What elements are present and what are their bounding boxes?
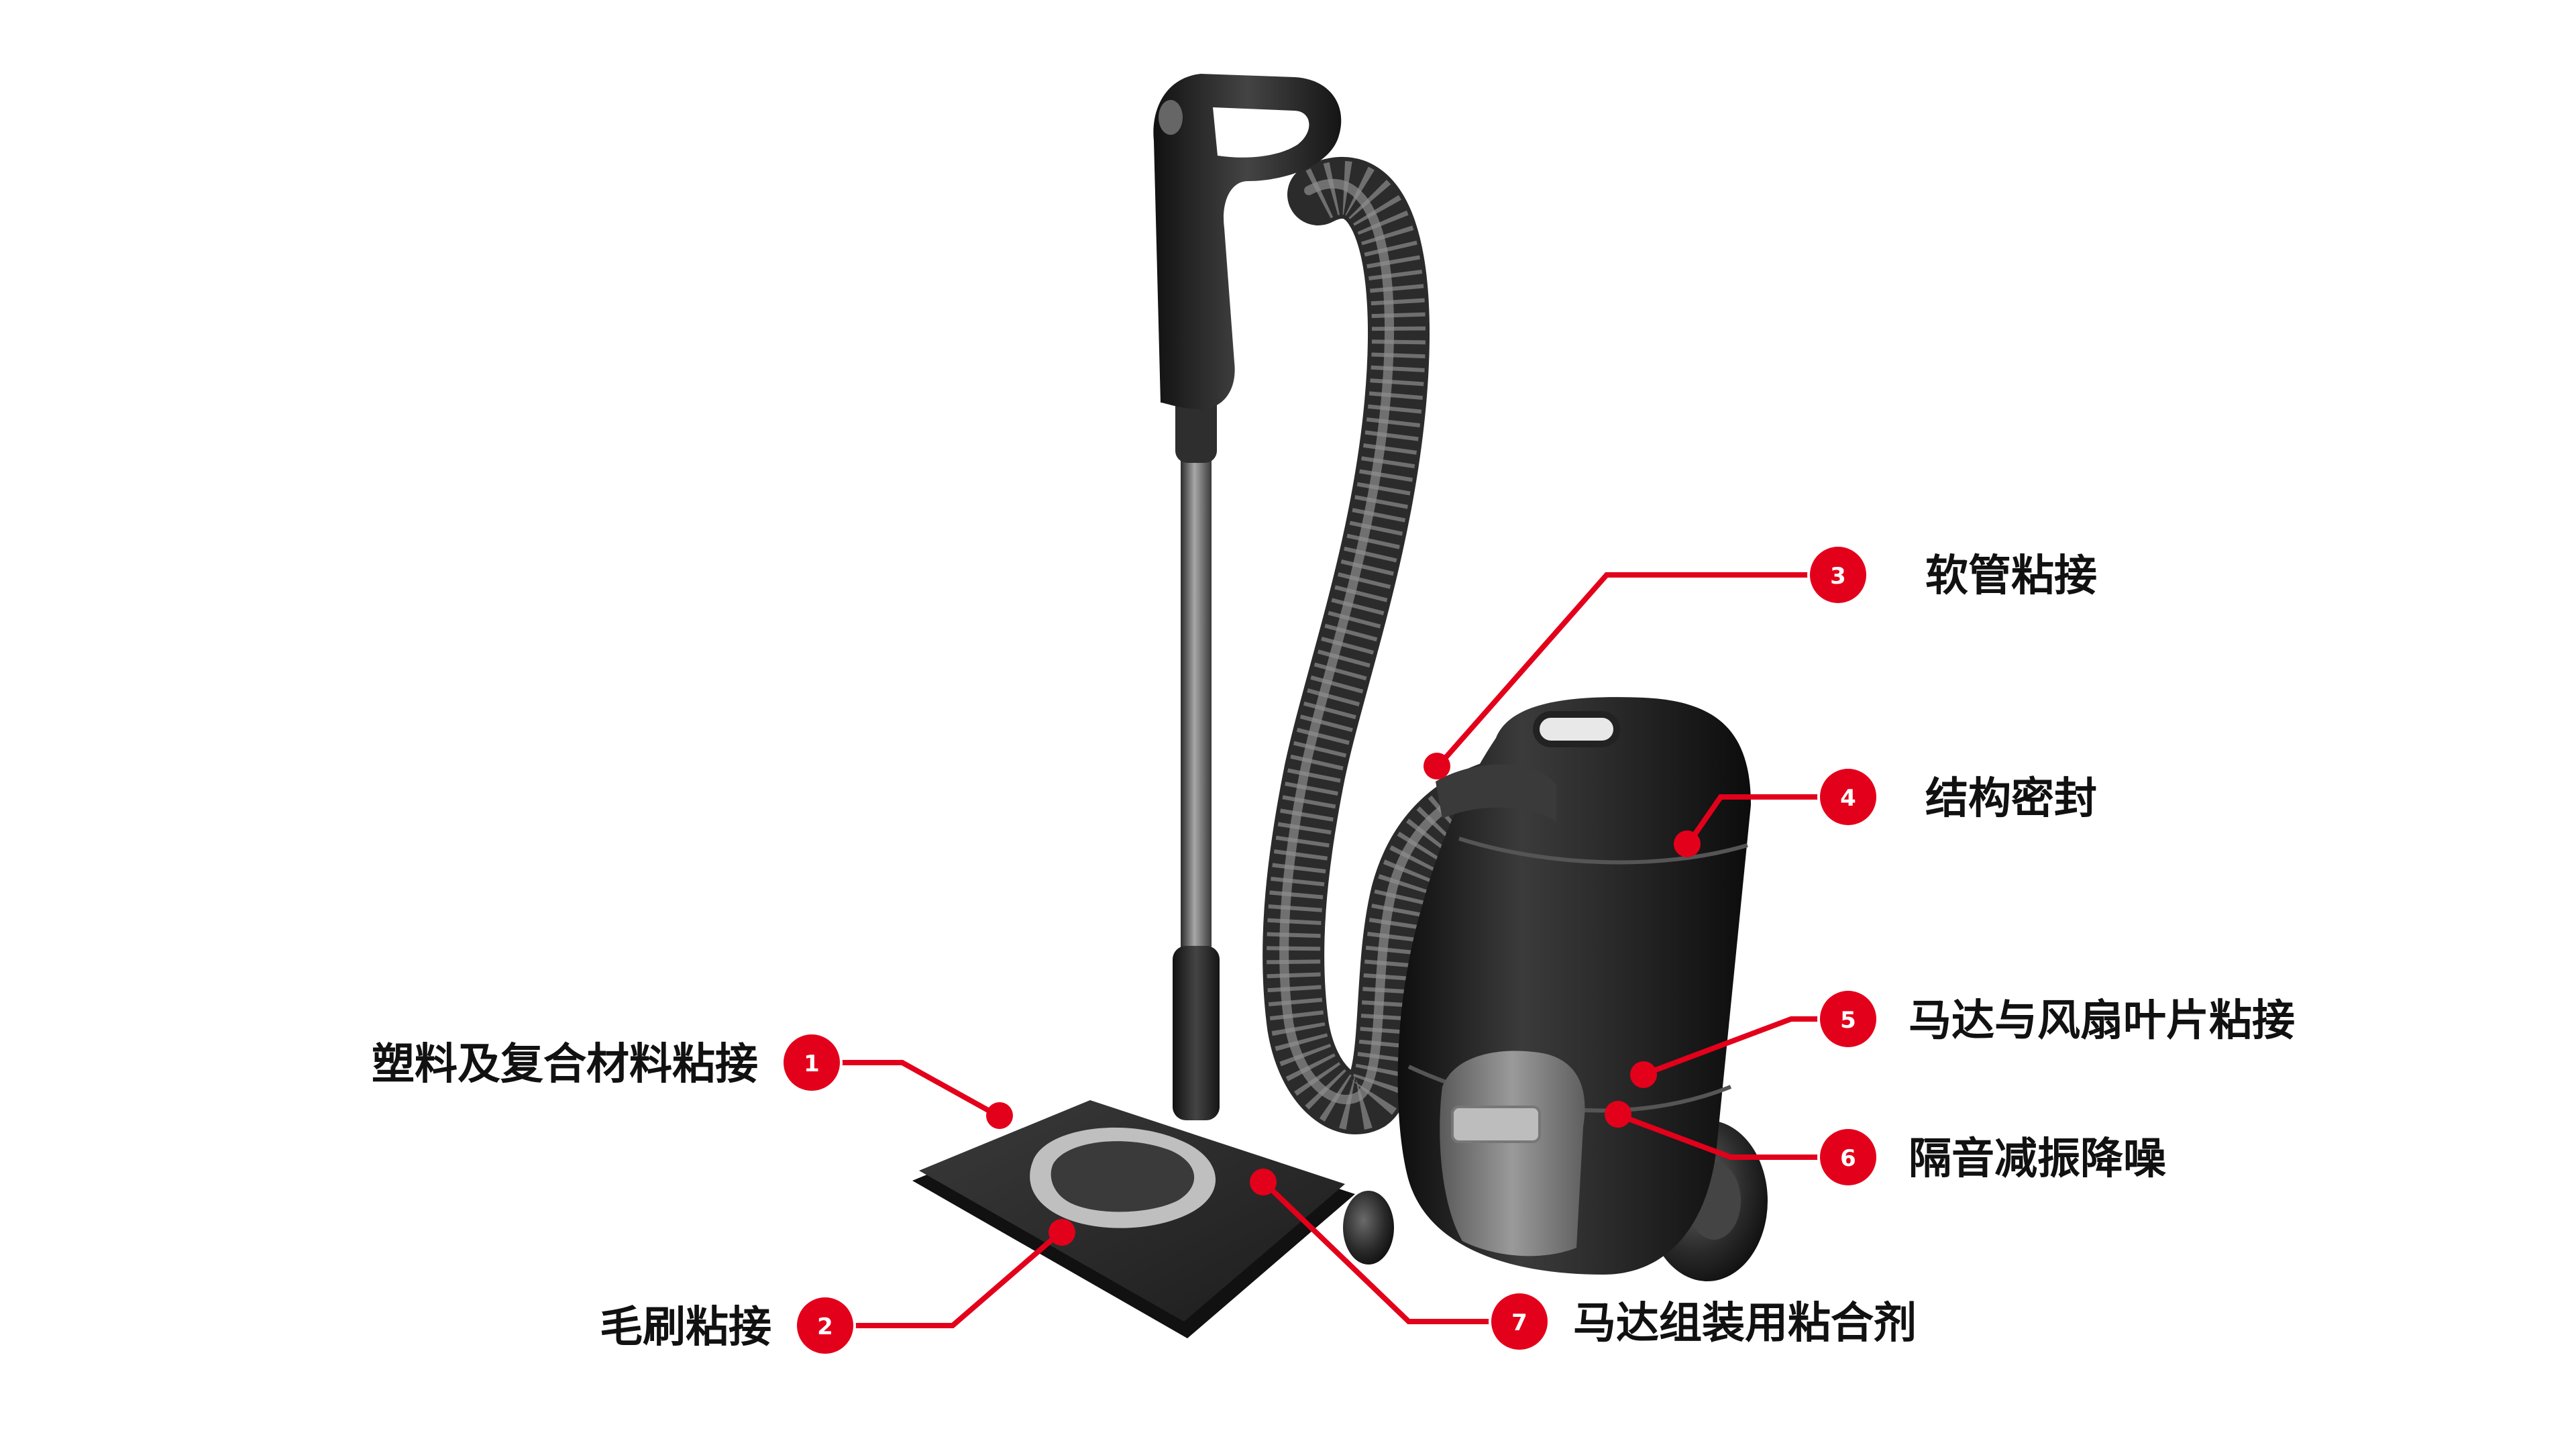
callout-label: 马达组装用粘合剂 [1573, 1299, 1917, 1348]
hose-corrugation [1267, 161, 1527, 1130]
badge-number: 1 [804, 1051, 820, 1077]
vacuum-illustration [912, 74, 1768, 1338]
badge-number: 5 [1840, 1007, 1856, 1034]
callout-1: 1 塑料及复合材料粘接 [372, 1032, 1013, 1129]
leader-line [1688, 794, 1848, 843]
target-dot [1250, 1169, 1277, 1195]
leader-line [1440, 572, 1838, 763]
dust-bag-window [1440, 1051, 1585, 1256]
badge-number: 3 [1830, 563, 1846, 590]
number-badge [1817, 766, 1879, 828]
callout-6: 6 隔音减振降噪 [1605, 1101, 2166, 1188]
canister-seam [1458, 837, 1748, 865]
target-dot [1605, 1101, 1631, 1128]
target-dot [1424, 753, 1450, 780]
badge-number: 4 [1840, 785, 1856, 812]
callout-5: 5 马达与风扇叶片粘接 [1630, 988, 2295, 1088]
callout-4: 4 结构密封 [1674, 766, 2097, 857]
nozzle-roller [1343, 1191, 1394, 1265]
number-badge [1807, 544, 1869, 606]
nozzle-dome-inner [1051, 1141, 1195, 1212]
callout-label: 马达与风扇叶片粘接 [1909, 996, 2295, 1046]
target-dot [1630, 1061, 1657, 1088]
target-dot [1674, 830, 1701, 857]
panel-latch [1451, 1106, 1541, 1143]
wand-tube [1181, 376, 1212, 979]
number-badge [1817, 988, 1879, 1050]
callout-label: 结构密封 [1925, 774, 2097, 824]
callout-label: 软管粘接 [1925, 551, 2097, 601]
callout-label: 塑料及复合材料粘接 [372, 1040, 758, 1089]
callout-2: 2 毛刷粘接 [600, 1219, 1075, 1356]
wand-lower-sleeve [1173, 946, 1220, 1120]
badge-number: 2 [817, 1313, 833, 1340]
number-badge [1817, 1126, 1879, 1188]
number-badge [781, 1032, 843, 1093]
handle-grip-opening [1213, 107, 1309, 158]
callout-3: 3 软管粘接 [1424, 544, 2097, 780]
hose-highlight [1279, 178, 1518, 1104]
badge-number: 7 [1511, 1309, 1527, 1336]
number-badge [794, 1295, 856, 1356]
callout-label: 毛刷粘接 [600, 1303, 771, 1352]
carry-handle [1533, 711, 1620, 747]
target-dot [986, 1102, 1013, 1129]
leader-line [1622, 1114, 1848, 1160]
badge-number: 6 [1840, 1145, 1856, 1172]
leader-line [825, 1233, 1059, 1328]
callout-7: 7 马达组装用粘合剂 [1250, 1169, 1917, 1352]
handle [1153, 74, 1342, 409]
number-badge [1489, 1291, 1550, 1352]
leader-line [1266, 1184, 1519, 1324]
target-dot [1049, 1219, 1075, 1246]
hose-connector [1436, 764, 1556, 822]
handle-button [1159, 100, 1183, 135]
callout-label: 隔音减振降噪 [1909, 1134, 2166, 1184]
